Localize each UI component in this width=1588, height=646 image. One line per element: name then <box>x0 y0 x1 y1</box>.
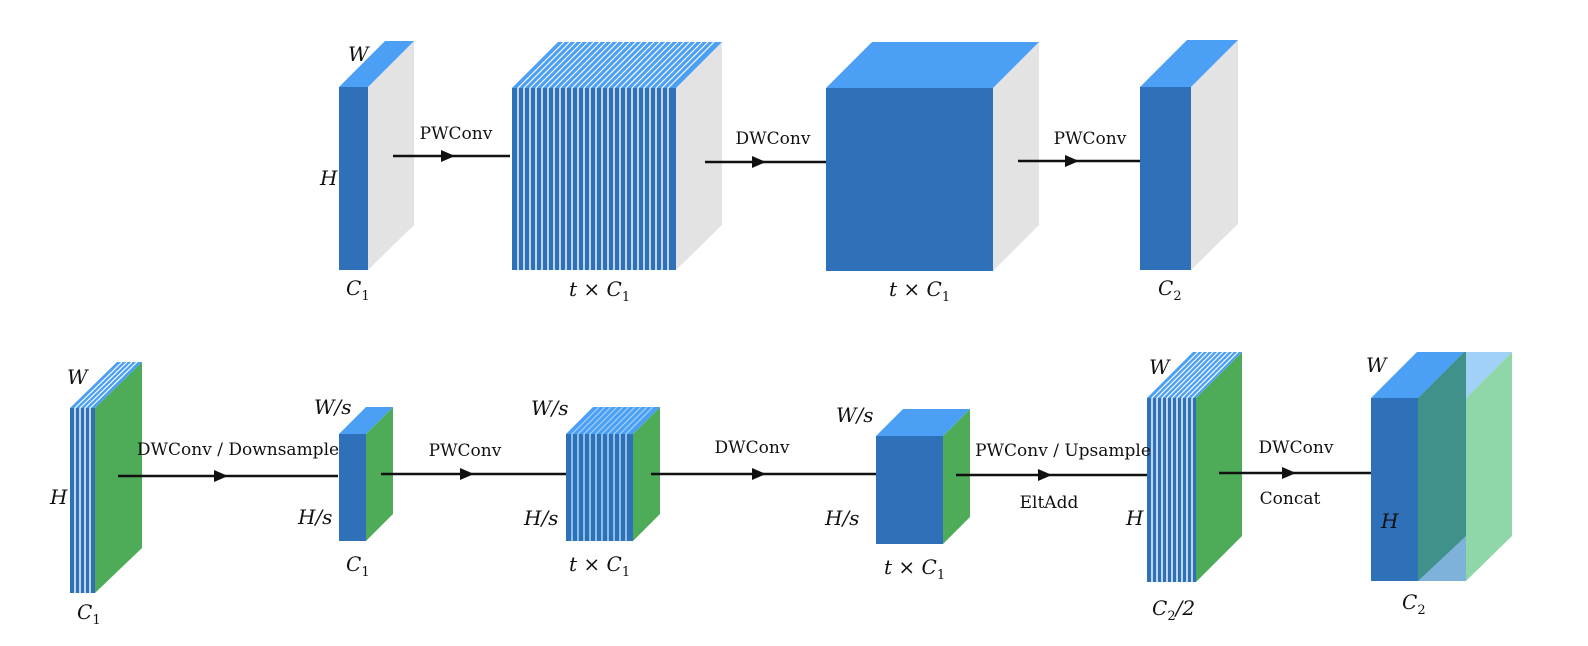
top-stripes <box>74 361 138 409</box>
block-front <box>339 87 368 270</box>
row2-arrowhead-3 <box>752 468 766 480</box>
row2-arrowhead-1 <box>214 470 228 482</box>
row2-arrowhead-2 <box>460 468 474 480</box>
top-stripes <box>571 406 654 435</box>
row1-block1 <box>339 41 414 270</box>
row2-concat-label: Concat <box>1260 489 1321 509</box>
row2-arrow-label-2: PWConv <box>429 441 502 461</box>
row2-arrow-label-1: DWConv / Downsample <box>137 440 339 460</box>
row2-block5-width-label: W <box>1149 355 1171 379</box>
row2-arrowhead-4 <box>1038 469 1052 481</box>
row2-block2 <box>339 407 393 541</box>
block-front <box>512 88 676 270</box>
block-front <box>566 434 633 541</box>
block-top <box>70 362 142 408</box>
row2-block6-height-label: H <box>1380 509 1399 533</box>
row2-block4-width-label: W/s <box>836 403 874 427</box>
top-stripes <box>1151 351 1239 399</box>
row1-arrow-label-2: DWConv <box>736 129 811 149</box>
row2-block3-channel-label: t × C1 <box>569 552 630 580</box>
block-top <box>1371 352 1464 398</box>
block-side <box>368 41 414 270</box>
row1-block2-channel-label: t × C1 <box>569 277 630 305</box>
row2-block3-width-label: W/s <box>531 396 569 420</box>
row2-block4-channel-label: t × C1 <box>884 555 945 583</box>
block-side <box>1191 40 1238 270</box>
row2-block3 <box>566 406 660 541</box>
row2-block3-height-label: H/s <box>523 506 558 530</box>
block-front <box>1371 398 1418 581</box>
row2-eltadd-label: EltAdd <box>1020 493 1079 513</box>
row1-arrowhead-2 <box>752 156 766 168</box>
row1-block1-channel-label: C1 <box>346 276 370 304</box>
block-side <box>676 42 722 270</box>
row1-arrow-label-3: PWConv <box>1054 129 1127 149</box>
block-top <box>566 407 660 434</box>
row1-arrowhead-1 <box>441 150 455 162</box>
channel-stripes <box>517 88 669 270</box>
row1-arrowhead-3 <box>1065 155 1079 167</box>
row1-arrow-label-1: PWConv <box>420 124 493 144</box>
row2-block2-height-label: H/s <box>297 505 332 529</box>
row2-block4-height-label: H/s <box>824 506 859 530</box>
row2-block6 <box>1371 352 1512 581</box>
block-side <box>95 362 142 593</box>
block-front <box>1140 87 1191 270</box>
row2-block2-width-label: W/s <box>314 395 352 419</box>
row2-block6-width-label: W <box>1366 353 1388 377</box>
row2-block1-channel-label: C1 <box>77 600 101 628</box>
row2-block6-channel-label: C2 <box>1402 590 1426 618</box>
block-front <box>70 408 95 593</box>
block-side <box>633 407 660 541</box>
block-top <box>1140 40 1238 87</box>
row2-block5-height-label: H <box>1125 506 1144 530</box>
row1-block1-width-label: W <box>348 42 370 66</box>
row2-block4 <box>876 409 970 544</box>
row1-block1-height-label: H <box>319 166 338 190</box>
block-side <box>943 409 970 544</box>
row2-block5 <box>1147 351 1242 582</box>
block-front <box>339 434 366 541</box>
block-top <box>826 42 1039 88</box>
block-top <box>339 407 393 434</box>
block-side <box>993 42 1039 271</box>
block-inner-face <box>1418 398 1466 581</box>
block-front <box>826 88 993 271</box>
row2-block1-width-label: W <box>67 365 89 389</box>
channel-stripes <box>74 408 91 593</box>
row1-block4 <box>1140 40 1238 270</box>
channel-stripes <box>571 434 627 541</box>
channel-stripes <box>1151 398 1193 582</box>
row1-block3-channel-label: t × C1 <box>889 277 950 305</box>
block-inner-corner <box>1418 536 1466 581</box>
row2-block2-channel-label: C1 <box>346 552 370 580</box>
block-side <box>1466 352 1512 581</box>
row1-block3 <box>826 42 1039 271</box>
top-stripes <box>517 41 715 89</box>
row2-block1 <box>70 361 142 593</box>
block-top <box>876 409 970 436</box>
row2-arrow-label-3: DWConv <box>715 438 790 458</box>
block-side <box>366 407 393 541</box>
row1-block2 <box>512 41 722 270</box>
row2-arrow-label-5: DWConv <box>1259 438 1334 458</box>
block-front <box>876 436 943 544</box>
block-top <box>339 41 414 87</box>
row2-arrow-label-4: PWConv / Upsample <box>975 441 1151 461</box>
row1-block4-channel-label: C2 <box>1158 276 1182 304</box>
row2-block1-height-label: H <box>49 485 68 509</box>
row2-arrowhead-5 <box>1282 467 1296 479</box>
row2-block5-channel-label: C2/2 <box>1152 596 1195 624</box>
block-side <box>1196 352 1242 582</box>
